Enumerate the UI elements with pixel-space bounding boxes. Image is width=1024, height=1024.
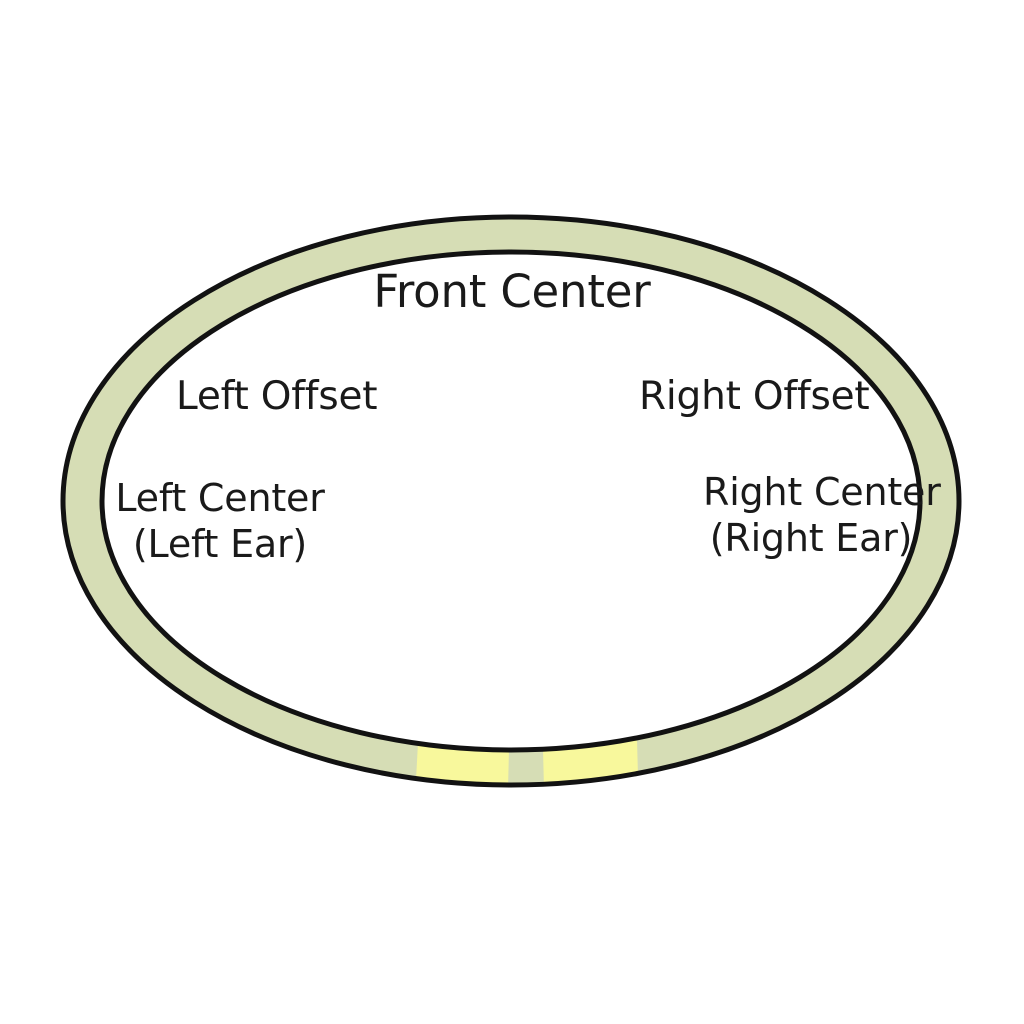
rear-left-highlight bbox=[416, 743, 509, 785]
label-right-center-line1: Right Center bbox=[703, 470, 941, 514]
label-left-center-line2: (Left Ear) bbox=[132, 522, 308, 567]
oval-inner-outline bbox=[99, 249, 923, 753]
label-right-offset: Right Offset bbox=[639, 374, 870, 419]
label-right-center-line2: (Right Ear) bbox=[709, 516, 913, 561]
label-right-center: Right Center (Right Ear) bbox=[703, 471, 941, 561]
label-front-center: Front Center bbox=[373, 265, 651, 318]
label-left-center: Left Center (Left Ear) bbox=[113, 476, 327, 567]
label-left-center-line1: Left Center bbox=[115, 476, 325, 520]
oval-outer-outline bbox=[60, 214, 962, 788]
label-left-offset: Left Offset bbox=[176, 374, 378, 419]
